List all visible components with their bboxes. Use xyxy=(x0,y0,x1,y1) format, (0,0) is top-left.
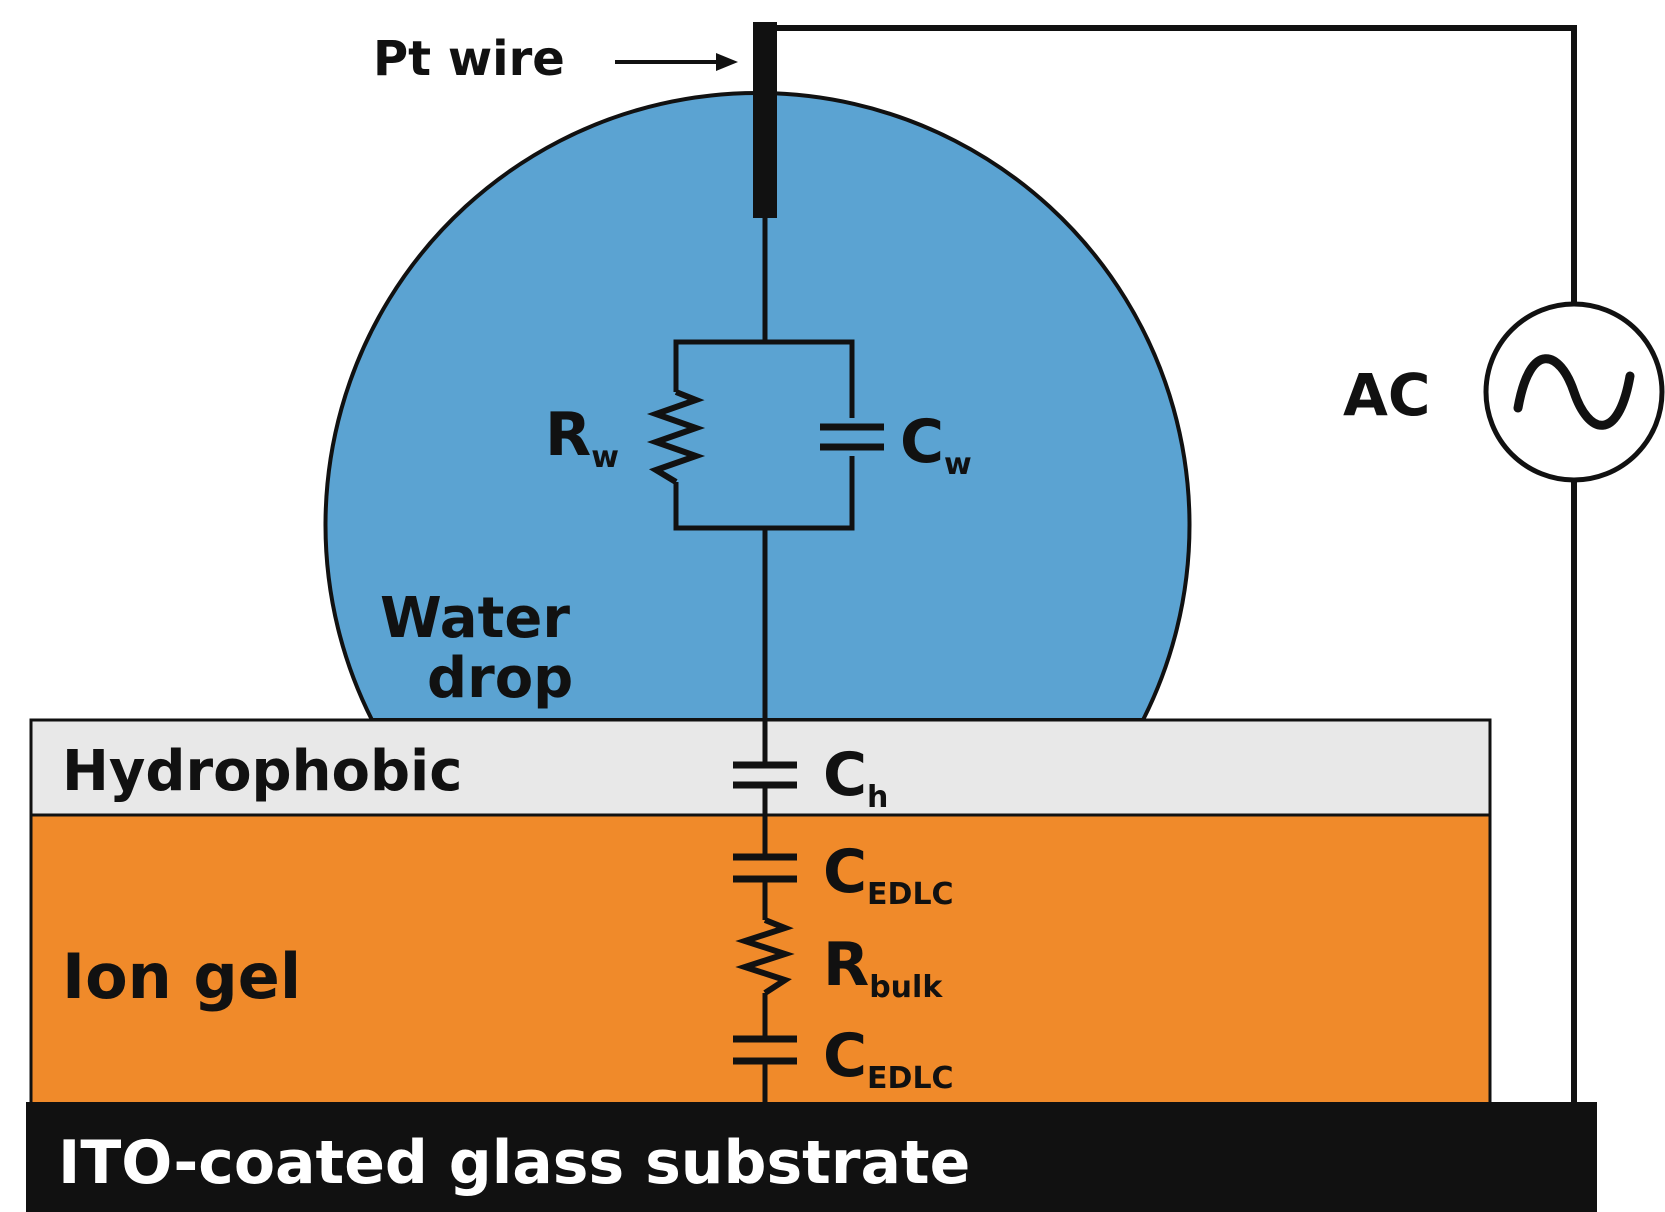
hydrophobic-label: Hydrophobic xyxy=(62,739,462,804)
water-drop-label-line1: Water xyxy=(380,586,570,651)
external-wire xyxy=(767,25,1577,1102)
cw-capacitor-symbol xyxy=(820,423,884,451)
rbulk-resistor-symbol xyxy=(735,917,795,996)
substrate-label: ITO-coated glass substrate xyxy=(58,1128,970,1198)
ac-source xyxy=(1483,301,1665,483)
ch-capacitor-symbol xyxy=(733,761,797,789)
cw-label: Cw xyxy=(900,407,972,482)
rw-resistor-symbol xyxy=(646,389,706,485)
water-drop-label-line2: drop xyxy=(427,646,573,711)
cedlc-bottom-capacitor-symbol xyxy=(733,1035,797,1065)
rbulk-label: Rbulk xyxy=(823,930,943,1005)
ito-substrate xyxy=(26,1102,1597,1212)
cedlc-bottom-label: CEDLC xyxy=(823,1021,954,1096)
rw-label: Rw xyxy=(545,400,619,475)
arrow-right-icon xyxy=(615,53,738,71)
pt-wire-electrode xyxy=(753,22,777,218)
sine-wave-icon xyxy=(1513,354,1635,430)
ch-label: Ch xyxy=(823,740,888,815)
cedlc-top-capacitor-symbol xyxy=(733,853,797,883)
ac-label: AC xyxy=(1343,361,1430,429)
pt-wire-label: Pt wire xyxy=(373,31,565,87)
circuit-wires xyxy=(673,218,855,1102)
cedlc-top-label: CEDLC xyxy=(823,837,954,912)
ion-gel-label: Ion gel xyxy=(62,940,301,1013)
